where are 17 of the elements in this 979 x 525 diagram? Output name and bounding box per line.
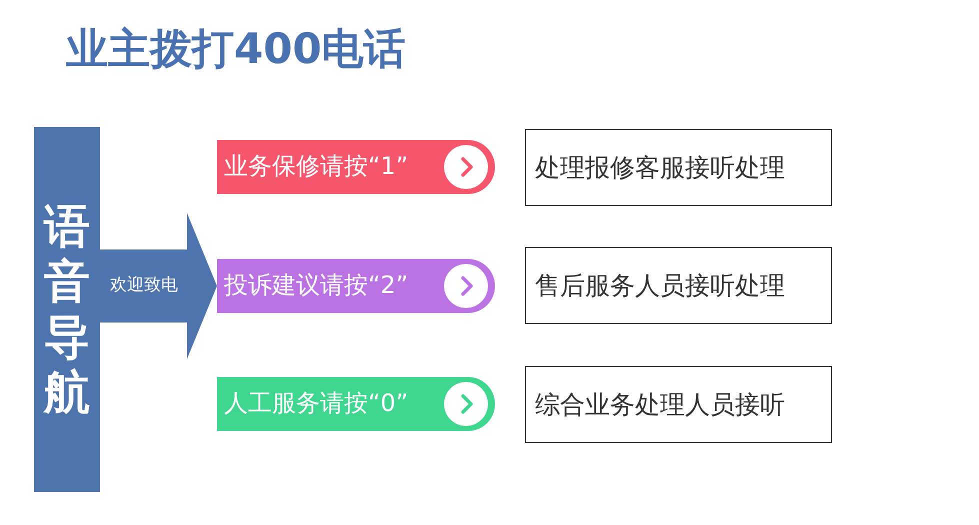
process-box (525, 129, 832, 206)
process-box (525, 366, 832, 443)
vertical-label: 语音导航 (44, 199, 90, 420)
option-pill (217, 377, 495, 431)
navigation-bar (34, 127, 100, 492)
option-pill (217, 140, 495, 194)
box-label: 处理报修客服接听处理 (535, 152, 785, 182)
box-label: 综合业务处理人员接听 (535, 390, 785, 420)
block-arrow (100, 213, 217, 359)
option-label: 业务保修请按“1” (224, 152, 408, 181)
box-label: 售后服务人员接听处理 (535, 270, 785, 300)
edge-label: 欢迎致电 (110, 275, 178, 296)
process-box (525, 247, 832, 324)
option-label: 人工服务请按“0” (224, 389, 408, 418)
diagram-title: 业主拨打400电话 (66, 24, 406, 74)
option-label: 投诉建议请按“2” (224, 271, 408, 300)
option-pill (217, 259, 495, 313)
